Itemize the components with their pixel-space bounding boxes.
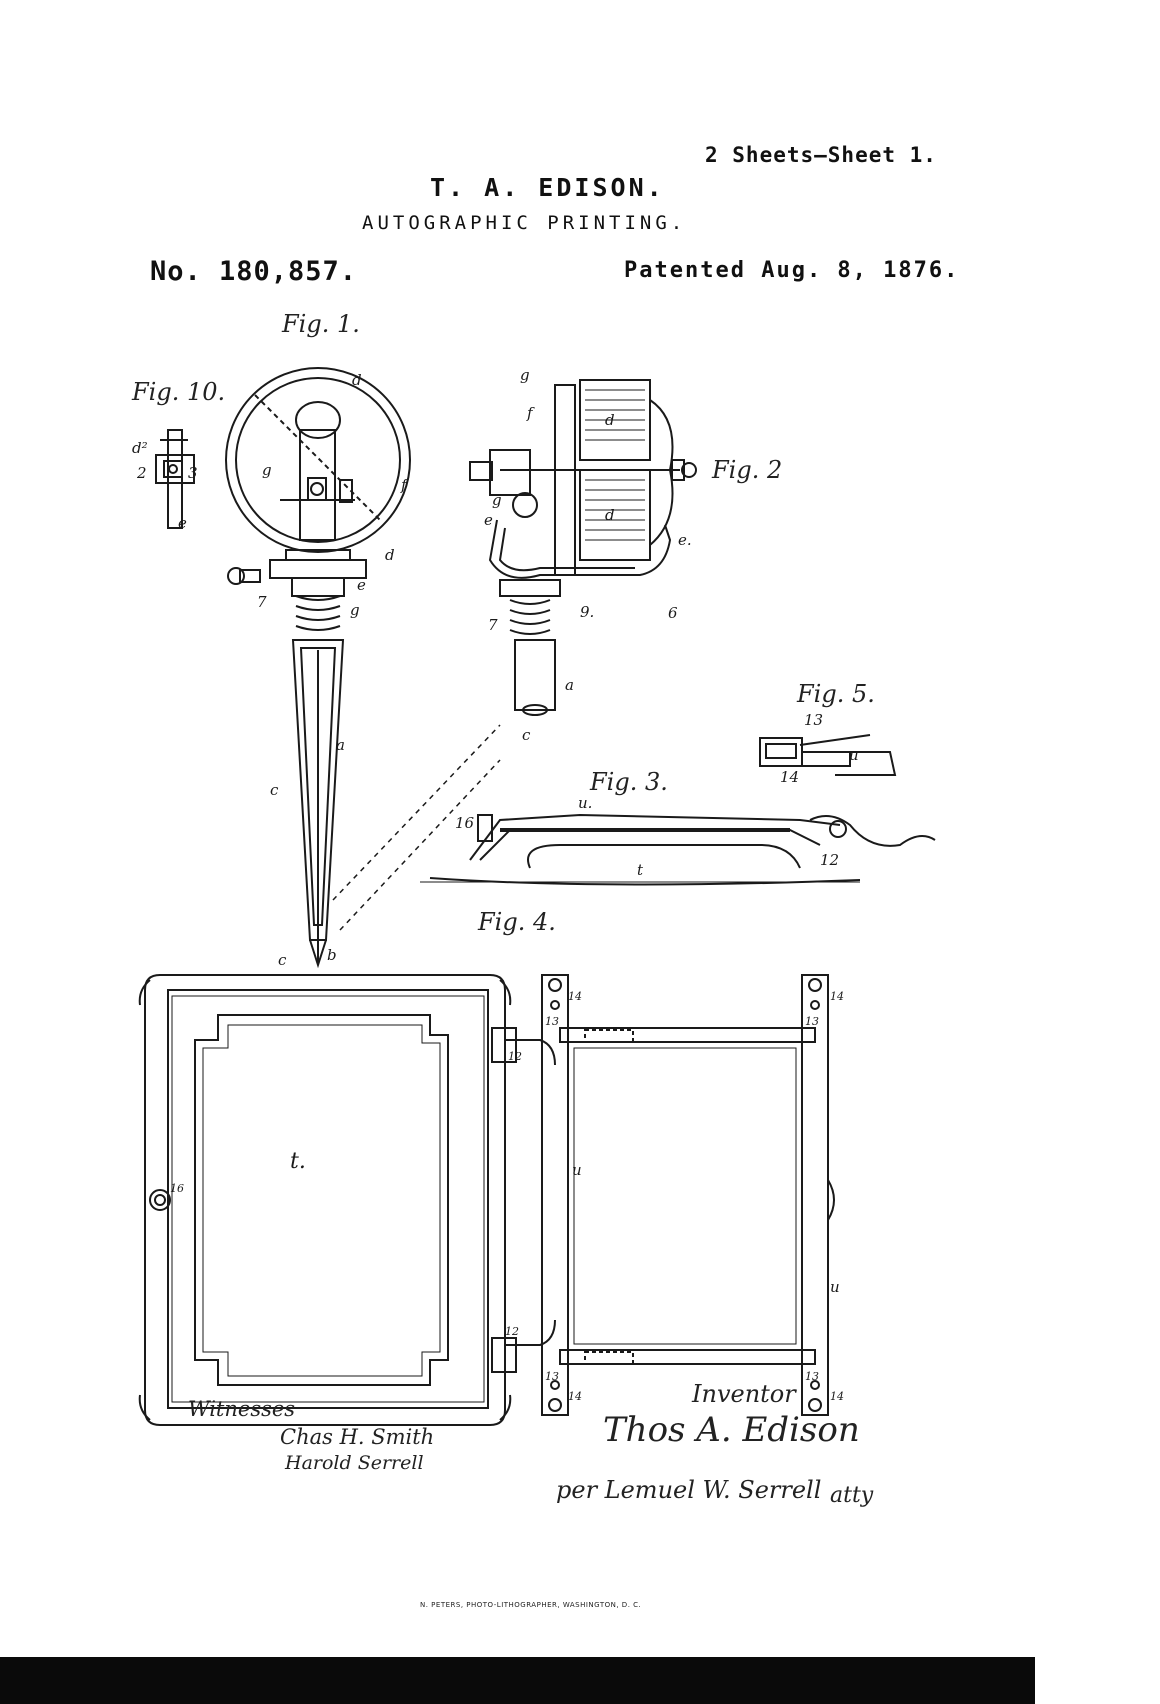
- fig4-frame-t: [140, 975, 555, 1425]
- svg-text:c: c: [522, 726, 531, 744]
- fig1-label: Fig. 1.: [282, 310, 360, 338]
- svg-text:12: 12: [820, 851, 839, 869]
- svg-text:c: c: [270, 781, 279, 799]
- fig2-drawing: [470, 380, 696, 715]
- svg-text:14: 14: [780, 768, 799, 786]
- svg-text:14: 14: [830, 1390, 844, 1403]
- patent-date: Patented Aug. 8, 1876.: [624, 258, 960, 283]
- svg-text:t.: t.: [290, 1149, 306, 1174]
- svg-text:e: e: [357, 576, 366, 594]
- patent-number: No. 180,857.: [150, 256, 358, 287]
- svg-text:13: 13: [805, 1015, 819, 1028]
- patent-title: AUTOGRAPHIC PRINTING.: [362, 212, 687, 234]
- svg-text:13: 13: [805, 1370, 819, 1383]
- fig2-label: Fig. 2: [712, 456, 783, 484]
- svg-text:7: 7: [488, 616, 498, 634]
- svg-text:13: 13: [545, 1015, 559, 1028]
- svg-text:u.: u.: [578, 794, 592, 812]
- witness-signature-1: Chas H. Smith: [280, 1425, 435, 1449]
- svg-text:7: 7: [257, 593, 267, 611]
- fig10-drawing: [156, 430, 194, 528]
- fig4-frame-u: [542, 975, 834, 1415]
- svg-text:g: g: [350, 601, 360, 619]
- svg-text:d: d: [605, 506, 615, 524]
- svg-text:3: 3: [188, 464, 198, 482]
- svg-text:g: g: [520, 366, 530, 384]
- sheets-label: 2 Sheets—Sheet 1.: [705, 143, 937, 167]
- svg-text:a: a: [336, 736, 345, 754]
- attorney-signature: per Lemuel W. Serrell: [556, 1476, 822, 1504]
- svg-text:b: b: [327, 946, 337, 964]
- svg-text:f: f: [400, 476, 409, 494]
- svg-text:g: g: [262, 461, 272, 479]
- svg-text:12: 12: [508, 1050, 522, 1063]
- fig5-label: Fig. 5.: [797, 680, 875, 708]
- svg-text:d²: d²: [132, 439, 148, 457]
- fig3-drawing: [420, 815, 935, 885]
- fig4-label: Fig. 4.: [478, 908, 556, 936]
- svg-text:f: f: [526, 404, 535, 422]
- scan-bottom-edge: [0, 1657, 1035, 1704]
- svg-text:2: 2: [136, 464, 147, 482]
- attorney-suffix: atty: [830, 1483, 874, 1508]
- svg-text:e.: e.: [678, 531, 692, 549]
- svg-text:12: 12: [505, 1325, 519, 1338]
- svg-text:16: 16: [170, 1182, 184, 1195]
- svg-text:d: d: [352, 371, 362, 389]
- svg-text:u: u: [572, 1161, 582, 1179]
- inventor-signature: Thos A. Edison: [603, 1410, 860, 1450]
- printer-credit: N. PETERS, PHOTO-LITHOGRAPHER, WASHINGTO…: [420, 1601, 642, 1609]
- svg-text:g: g: [492, 491, 502, 509]
- svg-text:u: u: [830, 1278, 840, 1296]
- svg-text:13: 13: [804, 711, 823, 729]
- svg-text:14: 14: [568, 1390, 582, 1403]
- svg-text:16: 16: [455, 814, 475, 832]
- svg-text:13: 13: [545, 1370, 559, 1383]
- svg-text:14: 14: [830, 990, 844, 1003]
- svg-text:e: e: [484, 511, 493, 529]
- svg-text:u: u: [849, 746, 859, 764]
- svg-text:14: 14: [568, 990, 582, 1003]
- fig5-drawing: [760, 735, 895, 775]
- svg-text:a: a: [565, 676, 574, 694]
- witness-signature-2: Harold Serrell: [285, 1452, 424, 1474]
- fig3-label: Fig. 3.: [590, 768, 668, 796]
- svg-text:c: c: [278, 951, 287, 969]
- svg-text:9.: 9.: [580, 603, 594, 621]
- fig10-label: Fig. 10.: [132, 378, 226, 406]
- svg-text:d: d: [385, 546, 395, 564]
- inventor-name: T. A. EDISON.: [430, 173, 665, 202]
- svg-text:6: 6: [668, 604, 678, 622]
- fig1-drawing: [226, 368, 500, 965]
- svg-text:e: e: [178, 514, 187, 532]
- witnesses-label: Witnesses: [188, 1397, 296, 1421]
- svg-text:d: d: [605, 411, 615, 429]
- inventor-label: Inventor: [692, 1380, 796, 1408]
- svg-text:t: t: [637, 861, 644, 879]
